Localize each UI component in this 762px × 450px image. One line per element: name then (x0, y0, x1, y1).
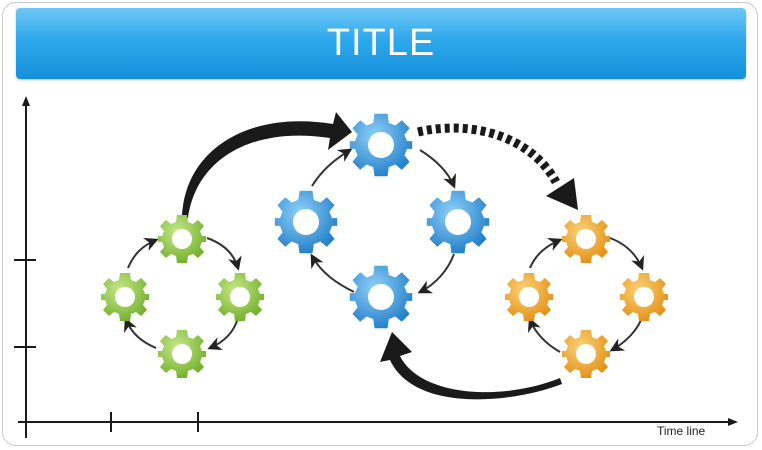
gear-icon (562, 215, 610, 263)
axes (14, 96, 738, 438)
page-title: TITLE (326, 22, 436, 64)
gear-icon (274, 190, 338, 254)
green-gear-group (101, 215, 264, 378)
gear-icon (216, 273, 264, 321)
gear-icon (562, 330, 610, 378)
curved-arrow-icon (380, 332, 562, 400)
orange-cycle-arrows (527, 237, 645, 353)
gear-icon (349, 265, 413, 329)
x-axis-label: Time line (657, 424, 706, 438)
dashed-arrow-icon (416, 123, 578, 210)
gear-icon (426, 190, 490, 254)
x-axis-arrow-icon (728, 418, 738, 426)
gear-icon (620, 273, 668, 321)
blue-gear-group (274, 113, 490, 329)
green-cycle-arrows (123, 237, 242, 351)
title-bar: TITLE (16, 8, 746, 79)
orange-gear-group (505, 215, 668, 378)
blue-cycle-arrows (310, 148, 457, 294)
gear-icon (349, 113, 413, 177)
gear-icon (505, 273, 553, 321)
gear-icon (158, 215, 206, 263)
y-axis-arrow-icon (22, 96, 30, 106)
gear-icon (101, 273, 149, 321)
curved-arrow-icon (182, 112, 352, 218)
gear-icon (158, 330, 206, 378)
